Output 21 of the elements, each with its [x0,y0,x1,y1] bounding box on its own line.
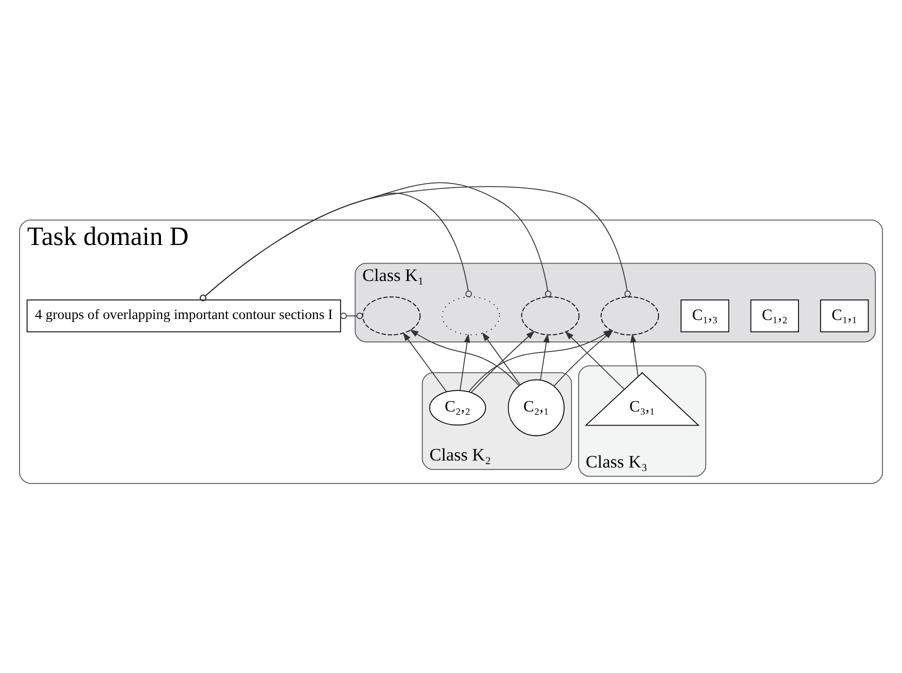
connector [200,182,552,302]
connector [200,192,472,302]
node-ellipse [362,296,421,336]
connector [200,186,631,302]
node-box: C₁,₃ [680,300,730,332]
node-box: C₁,₂ [750,300,799,332]
arrow [540,334,550,380]
arrow [470,330,535,393]
arrow [402,332,447,392]
arrow [482,332,521,386]
arrow [410,329,520,386]
node-ellipse [442,296,500,336]
node-box: 4 groups of overlapping important contour sections I [26,300,342,332]
node-ellipse [600,296,659,336]
arrow [460,334,470,391]
node-box: C₁,₁ [820,300,869,332]
node-ellipse: C₂,₂ [429,390,486,426]
arrow [630,334,638,377]
node-ellipse [521,296,580,336]
node-circle: C₂,₁ [508,379,565,436]
connector [340,312,363,320]
